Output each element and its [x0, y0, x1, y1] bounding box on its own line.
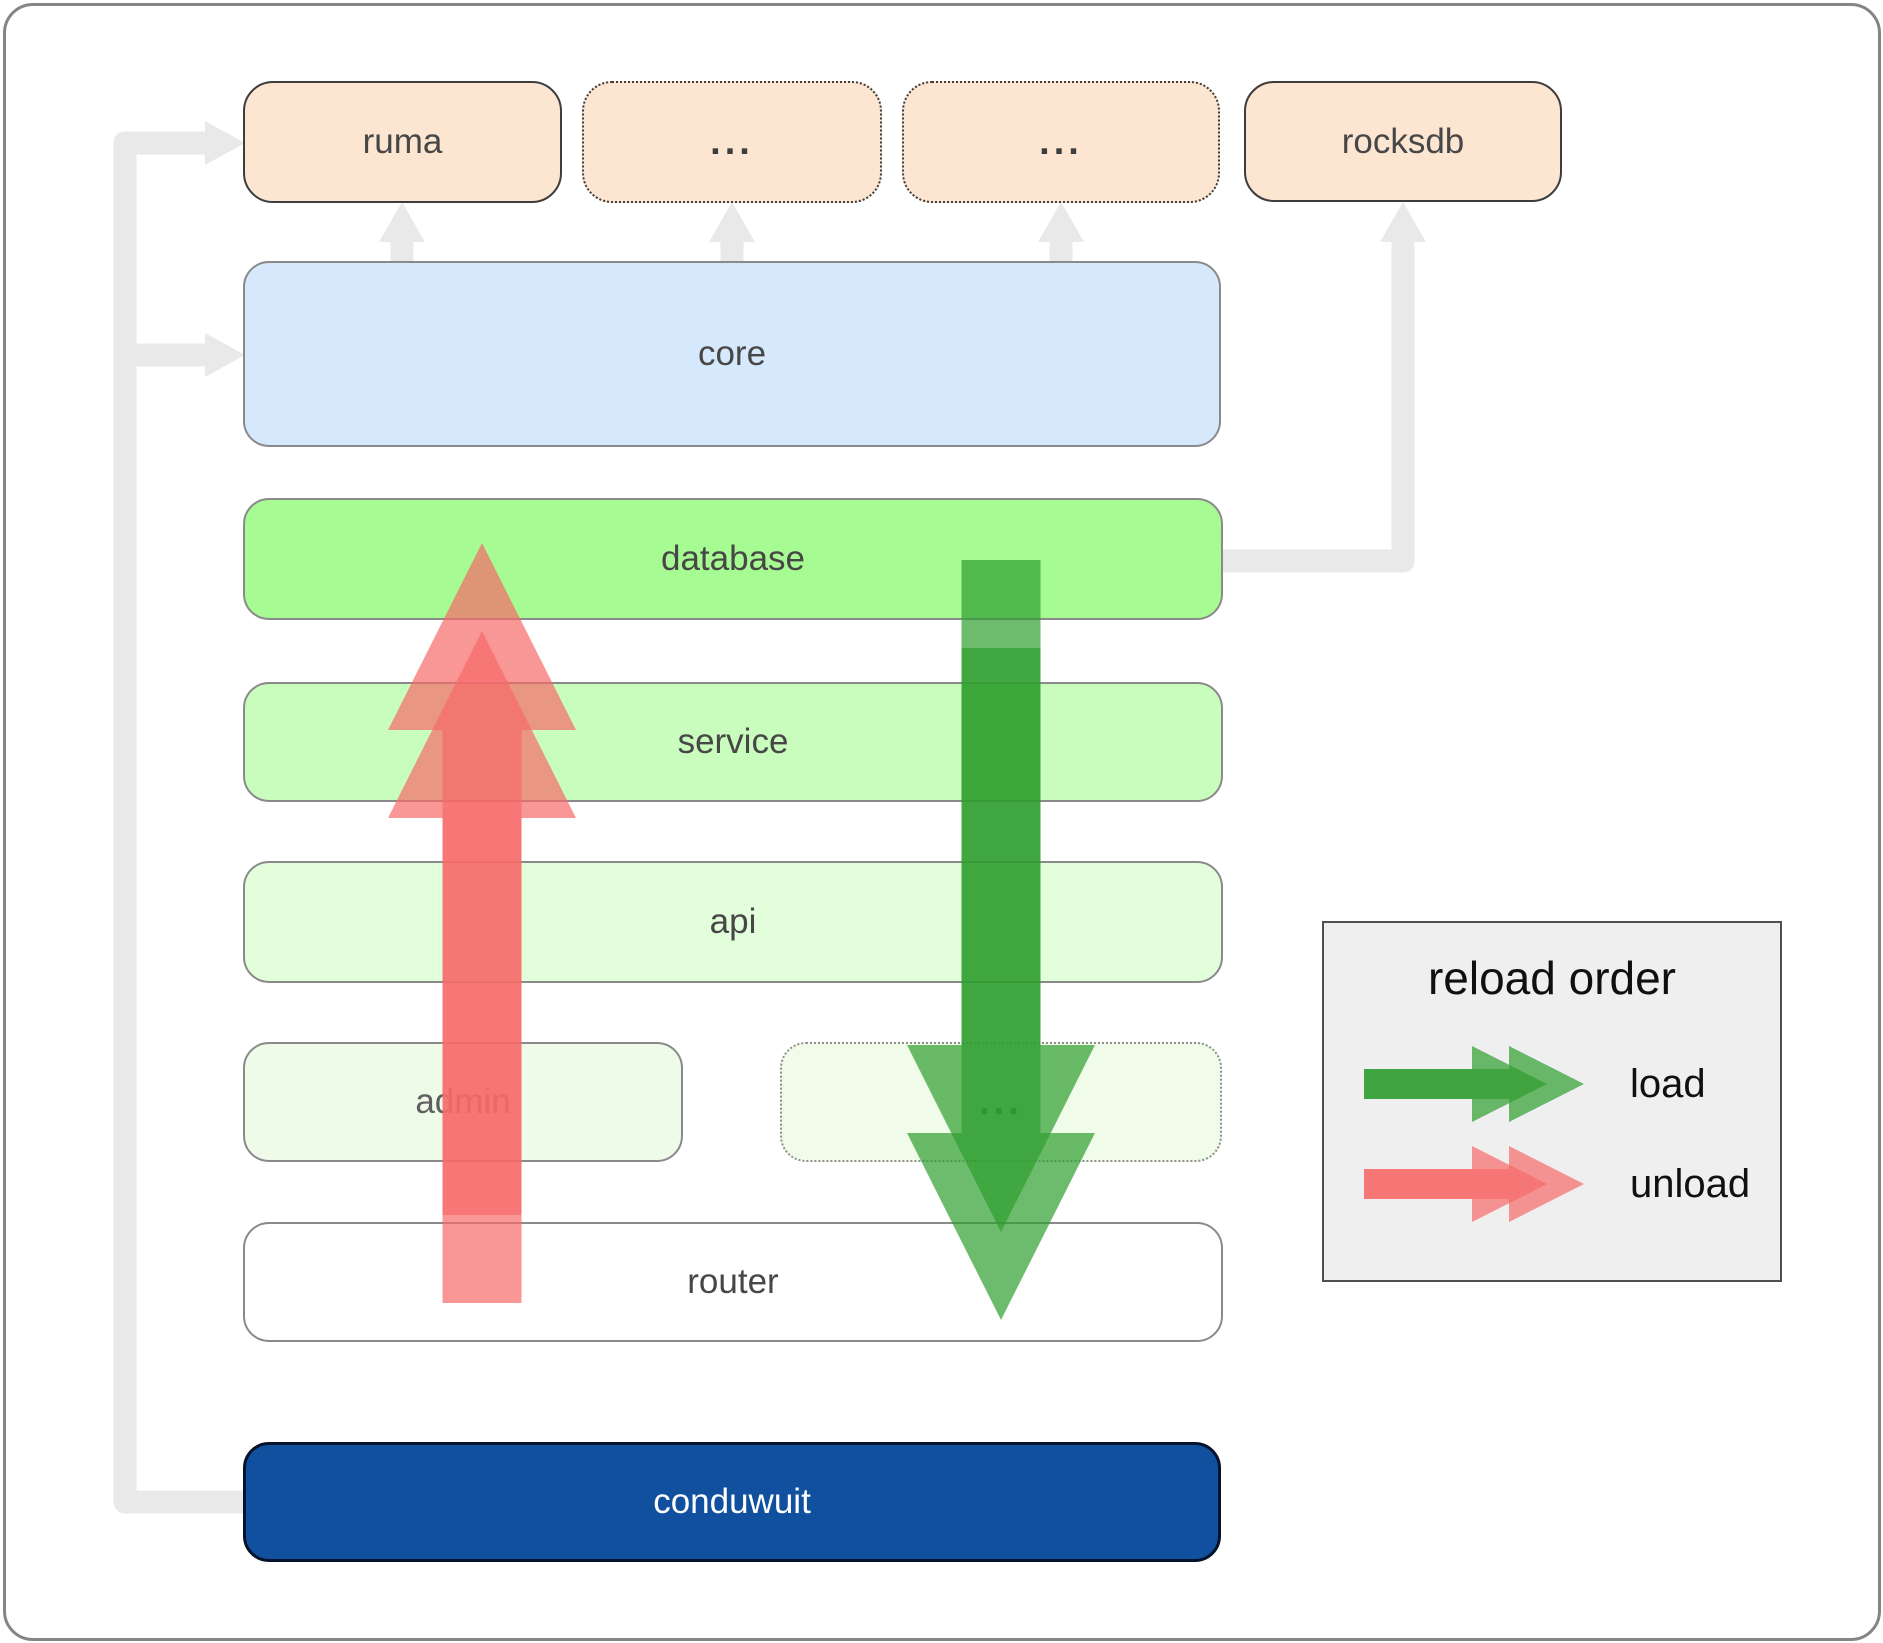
box-router-label: router	[687, 1262, 779, 1301]
box-admin-label: admin	[415, 1082, 511, 1121]
box-core-label: core	[697, 334, 767, 373]
box-admin: admin	[243, 1042, 683, 1162]
box-ruma: ruma	[243, 81, 562, 203]
box-ellipsis-1: ...	[582, 81, 882, 203]
legend-title: reload order	[1427, 952, 1677, 1004]
box-service: service	[243, 682, 1223, 802]
box-database-label: database	[660, 539, 806, 578]
box-ellipsis-1-label: ...	[710, 120, 754, 163]
box-ruma-label: ruma	[362, 122, 443, 161]
legend: reload order load unload	[1322, 921, 1782, 1282]
box-router: router	[243, 1222, 1223, 1342]
box-api: api	[243, 861, 1223, 983]
box-ellipsis-3: ...	[780, 1042, 1222, 1162]
unload-arrow-icon	[1364, 1146, 1584, 1222]
load-arrow-icon	[1364, 1046, 1584, 1122]
box-conduwuit: conduwuit	[243, 1442, 1221, 1562]
box-conduwuit-label: conduwuit	[653, 1482, 811, 1521]
box-ellipsis-2-label: ...	[1039, 120, 1083, 163]
box-rocksdb-label: rocksdb	[1341, 121, 1465, 161]
box-api-label: api	[709, 902, 757, 941]
box-service-label: service	[677, 722, 789, 761]
box-core: core	[243, 261, 1221, 447]
legend-label-load: load	[1630, 1061, 1706, 1106]
box-rocksdb: rocksdb	[1244, 81, 1562, 202]
diagram-frame	[3, 3, 1881, 1641]
box-database: database	[243, 498, 1223, 620]
box-ellipsis-3-label: ...	[979, 1080, 1023, 1123]
box-ellipsis-2: ...	[902, 81, 1220, 203]
legend-label-unload: unload	[1630, 1161, 1751, 1206]
